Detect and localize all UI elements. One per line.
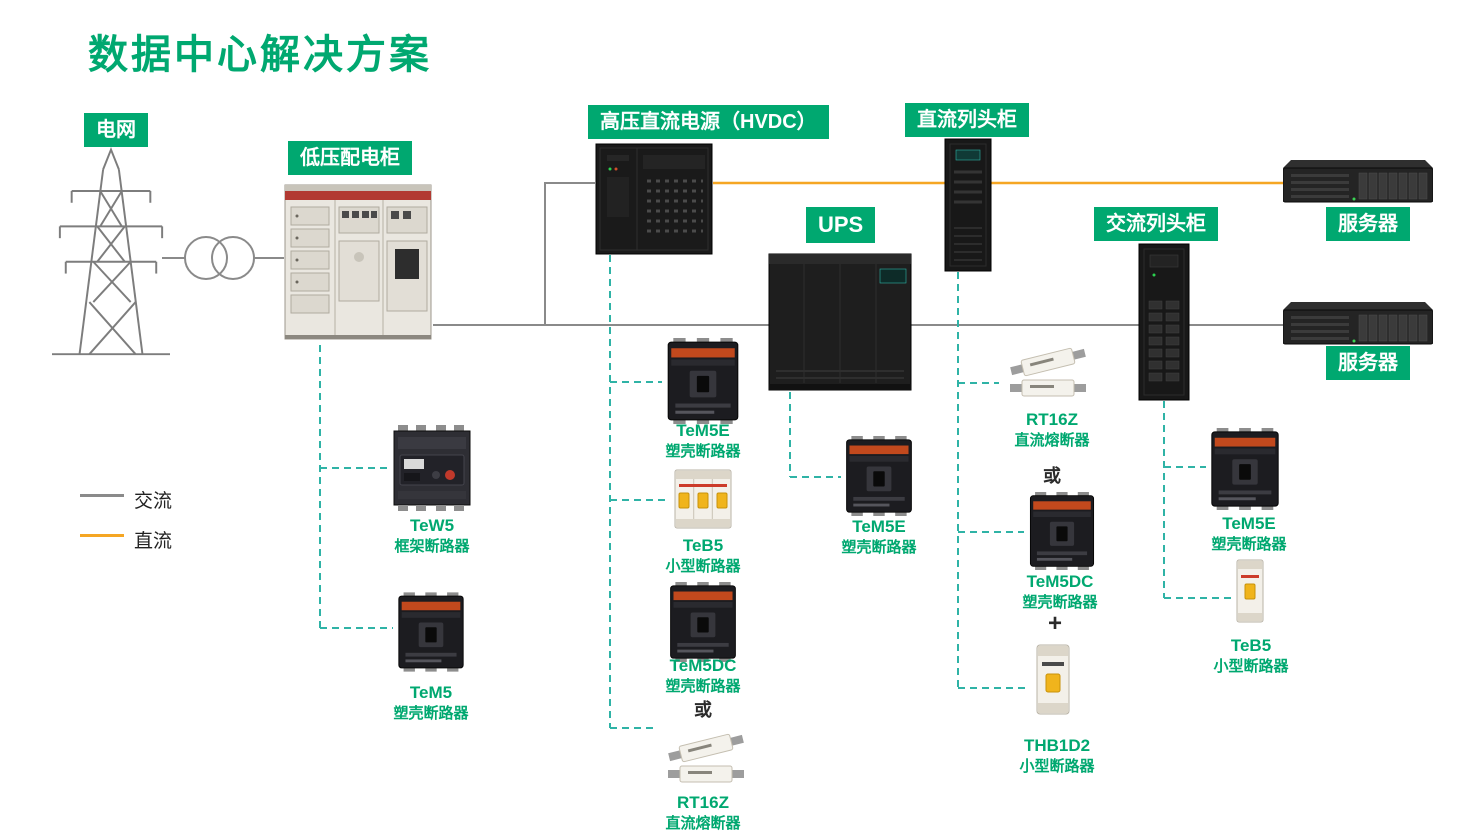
product-name: TeB5: [682, 536, 724, 555]
legend-ac-label: 交流: [134, 491, 173, 512]
plus-operator: +: [1047, 610, 1062, 637]
or-operator-dcrow: 或: [1043, 466, 1061, 486]
product-type: 塑壳断路器: [1022, 594, 1098, 612]
ac-branch-to-hvdc: [544, 182, 595, 325]
lv-cabinet-label: 低压配电柜: [288, 141, 412, 175]
product-type: 塑壳断路器: [665, 443, 741, 461]
legend-dc-label: 直流: [134, 531, 173, 552]
server-top-label: 服务器: [1326, 207, 1410, 241]
product-type: 小型断路器: [1019, 758, 1095, 776]
lv-cabinet-image: [283, 183, 433, 345]
product-name: TeM5E: [852, 517, 906, 536]
grid-label: 电网: [84, 113, 148, 147]
thb1d2-image: [1028, 642, 1078, 717]
legend-dc-line: [80, 534, 124, 537]
product-type: 塑壳断路器: [1211, 536, 1287, 554]
product-type: 塑壳断路器: [841, 539, 917, 557]
hvdc-cabinet-image: [595, 143, 713, 255]
ups-label: UPS: [806, 207, 876, 243]
tem5e-hvdc-image: [665, 338, 741, 424]
teb5-hvdc-caption: TeB5 小型断路器: [653, 535, 753, 577]
rt16z-dcrow-image: [1000, 346, 1096, 404]
tew5-caption: TeW5 框架断路器: [382, 515, 482, 557]
tew5-image: [390, 423, 474, 513]
ac-row-cabinet-image: [1138, 243, 1190, 401]
tem5e-ups-caption: TeM5E 塑壳断路器: [829, 516, 929, 558]
tem5e-acrow-image: [1208, 428, 1282, 510]
product-type: 框架断路器: [394, 538, 470, 556]
tem5e-ups-image: [843, 436, 915, 516]
page-title: 数据中心解决方案: [88, 33, 432, 77]
product-name: TeM5E: [676, 421, 730, 440]
rt16z-dcrow-caption: RT16Z 直流熔断器: [999, 409, 1105, 451]
product-type: 小型断路器: [665, 558, 741, 576]
rt16z-hvdc-caption: RT16Z 直流熔断器: [653, 792, 753, 832]
product-name: THB1D2: [1023, 736, 1091, 755]
product-type: 塑壳断路器: [393, 705, 469, 723]
dc-row-label: 直流列头柜: [905, 103, 1029, 137]
callout-hvdc: [609, 255, 670, 729]
tem5dc-dcrow-caption: TeM5DC 塑壳断路器: [1010, 571, 1110, 613]
ups-cabinet-image: [768, 253, 912, 391]
ac-row-label: 交流列头柜: [1094, 207, 1218, 241]
product-type: 直流熔断器: [665, 815, 741, 832]
thb1d2-caption: THB1D2 小型断路器: [1007, 735, 1107, 777]
product-name: TeM5: [409, 683, 453, 702]
tem5-image: [396, 592, 466, 672]
server-bottom-image: [1283, 300, 1433, 348]
tem5e-hvdc-caption: TeM5E 塑壳断路器: [653, 420, 753, 462]
tem5dc-hvdc-image: [667, 582, 739, 662]
rt16z-hvdc-image: [658, 732, 754, 790]
product-name: TeB5: [1230, 636, 1272, 655]
teb5-hvdc-image: [673, 468, 733, 530]
product-type: 直流熔断器: [1014, 432, 1090, 450]
callout-dc-row: [957, 272, 1026, 689]
tem5e-acrow-caption: TeM5E 塑壳断路器: [1199, 513, 1299, 555]
hvdc-label: 高压直流电源（HVDC）: [588, 105, 829, 139]
product-name: TeM5E: [1222, 514, 1276, 533]
or-operator-hvdc: 或: [694, 700, 712, 720]
callout-ups: [789, 392, 841, 478]
product-type: 小型断路器: [1213, 658, 1289, 676]
tem5dc-dcrow-image: [1026, 492, 1098, 570]
product-name: RT16Z: [677, 793, 729, 812]
product-name: TeM5DC: [669, 656, 737, 675]
transformer-symbol: [184, 236, 255, 280]
dc-row-cabinet-image: [944, 138, 992, 272]
product-name: TeW5: [409, 516, 455, 535]
server-top-image: [1283, 158, 1433, 206]
product-name: RT16Z: [1026, 410, 1078, 429]
legend-ac-line: [80, 494, 124, 497]
callout-lv-cabinet: [319, 345, 393, 629]
teb5-acrow-image: [1234, 558, 1266, 624]
callout-ac-row: [1163, 401, 1232, 599]
product-name: TeM5DC: [1026, 572, 1094, 591]
tem5-caption: TeM5 塑壳断路器: [381, 682, 481, 724]
product-type: 塑壳断路器: [665, 678, 741, 696]
teb5-acrow-caption: TeB5 小型断路器: [1201, 635, 1301, 677]
power-tower-image: [52, 138, 170, 358]
server-bottom-label: 服务器: [1326, 346, 1410, 380]
tem5dc-hvdc-caption: TeM5DC 塑壳断路器: [652, 655, 754, 697]
